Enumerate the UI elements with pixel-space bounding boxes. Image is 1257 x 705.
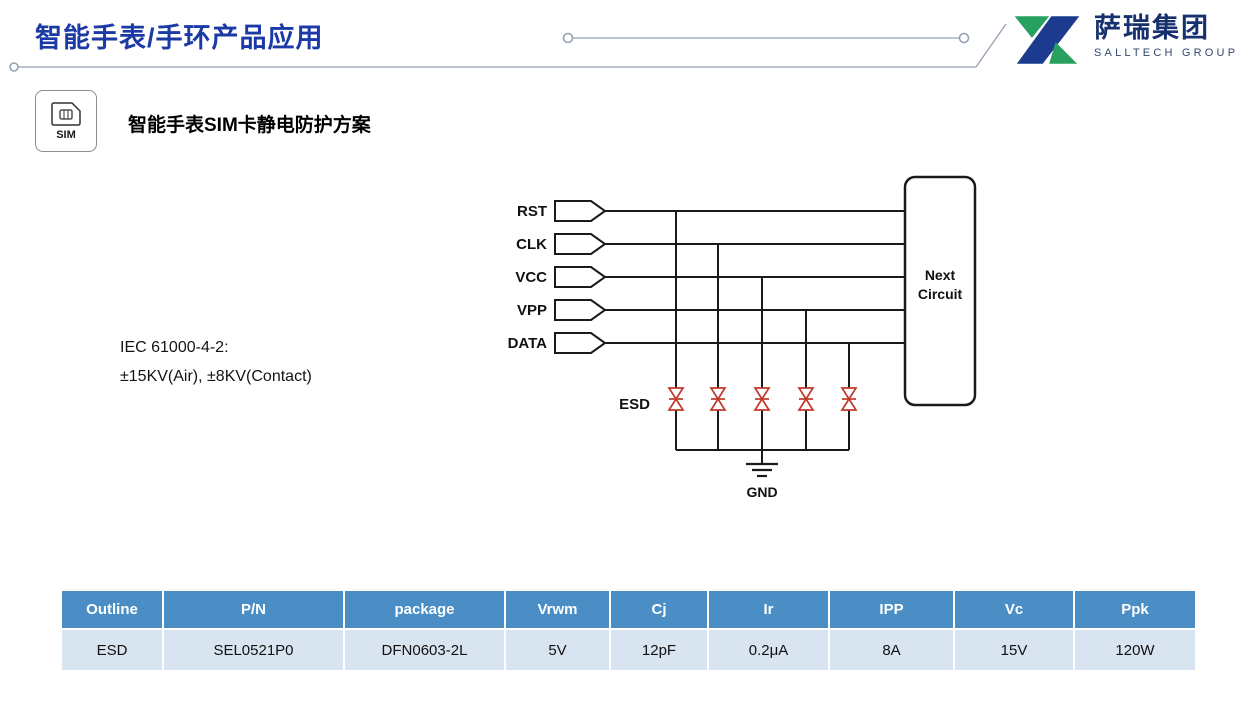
salltech-logo-icon [1014, 16, 1080, 64]
spec-table: Outline P/N package Vrwm Cj Ir IPP Vc Pp… [60, 589, 1197, 672]
iec-note-line2: ±15KV(Air), ±8KV(Contact) [120, 367, 312, 385]
iec-note-line1: IEC 61000-4-2: [120, 339, 229, 356]
cell-ir: 0.2μA [707, 628, 830, 672]
sim-card-icon-box: SIM [35, 90, 97, 152]
gnd-label: GND [746, 484, 777, 500]
iec-standard-note: IEC 61000-4-2: ±15KV(Air), ±8KV(Contact) [120, 334, 312, 392]
gnd-symbol [746, 462, 778, 478]
signal-label-rst: RST [517, 203, 547, 220]
esd-label: ESD [619, 396, 650, 413]
sim-icon-label: SIM [56, 128, 76, 141]
page-title: 智能手表/手环产品应用 [35, 23, 324, 53]
logo-subtitle: SALLTECH GROUP [1094, 47, 1239, 60]
cell-pn: SEL0521P0 [162, 628, 345, 672]
spec-table-header-row: Outline P/N package Vrwm Cj Ir IPP Vc Pp… [60, 589, 1197, 630]
tvs-diode [667, 387, 685, 411]
section-heading: 智能手表SIM卡静电防护方案 [128, 115, 371, 136]
esd-protection-circuit-diagram: RST CLK VCC VPP DATA [508, 175, 977, 500]
col-header-package: package [343, 589, 506, 630]
signal-connector-flags [554, 200, 607, 354]
col-header-outline: Outline [60, 589, 164, 630]
next-circuit-box: Next Circuit [903, 175, 977, 407]
signal-wires [605, 210, 905, 464]
cell-package: DFN0603-2L [343, 628, 506, 672]
logo-text: 萨瑞集团 SALLTECH GROUP [1094, 12, 1238, 59]
sim-card-icon [51, 101, 81, 126]
tvs-diode [797, 387, 815, 411]
tvs-diode [840, 387, 858, 411]
col-header-vrwm: Vrwm [504, 589, 611, 630]
signal-label-vpp: VPP [517, 302, 547, 319]
col-header-ir: Ir [707, 589, 830, 630]
cell-ppk: 120W [1073, 628, 1197, 672]
col-header-ppk: Ppk [1073, 589, 1197, 630]
signal-label-vcc: VCC [515, 269, 547, 286]
salltech-logo: 萨瑞集团 SALLTECH GROUP [1010, 12, 1238, 68]
logo-company-name: 萨瑞集团 [1094, 13, 1210, 43]
cell-ipp: 8A [828, 628, 955, 672]
col-header-vc: Vc [953, 589, 1075, 630]
cell-vc: 15V [953, 628, 1075, 672]
tvs-diode-array [667, 387, 858, 411]
next-circuit-label-line1: Next [925, 267, 956, 283]
tvs-diode [709, 387, 727, 411]
cell-vrwm: 5V [504, 628, 611, 672]
signal-label-clk: CLK [516, 236, 547, 253]
cell-cj: 12pF [609, 628, 709, 672]
spec-table-data-row: ESD SEL0521P0 DFN0603-2L 5V 12pF 0.2μA 8… [60, 628, 1197, 672]
cell-outline: ESD [60, 628, 164, 672]
tvs-diode [753, 387, 771, 411]
next-circuit-label-line2: Circuit [918, 286, 963, 302]
col-header-ipp: IPP [828, 589, 955, 630]
col-header-pn: P/N [162, 589, 345, 630]
signal-label-data: DATA [508, 335, 548, 352]
col-header-cj: Cj [609, 589, 709, 630]
